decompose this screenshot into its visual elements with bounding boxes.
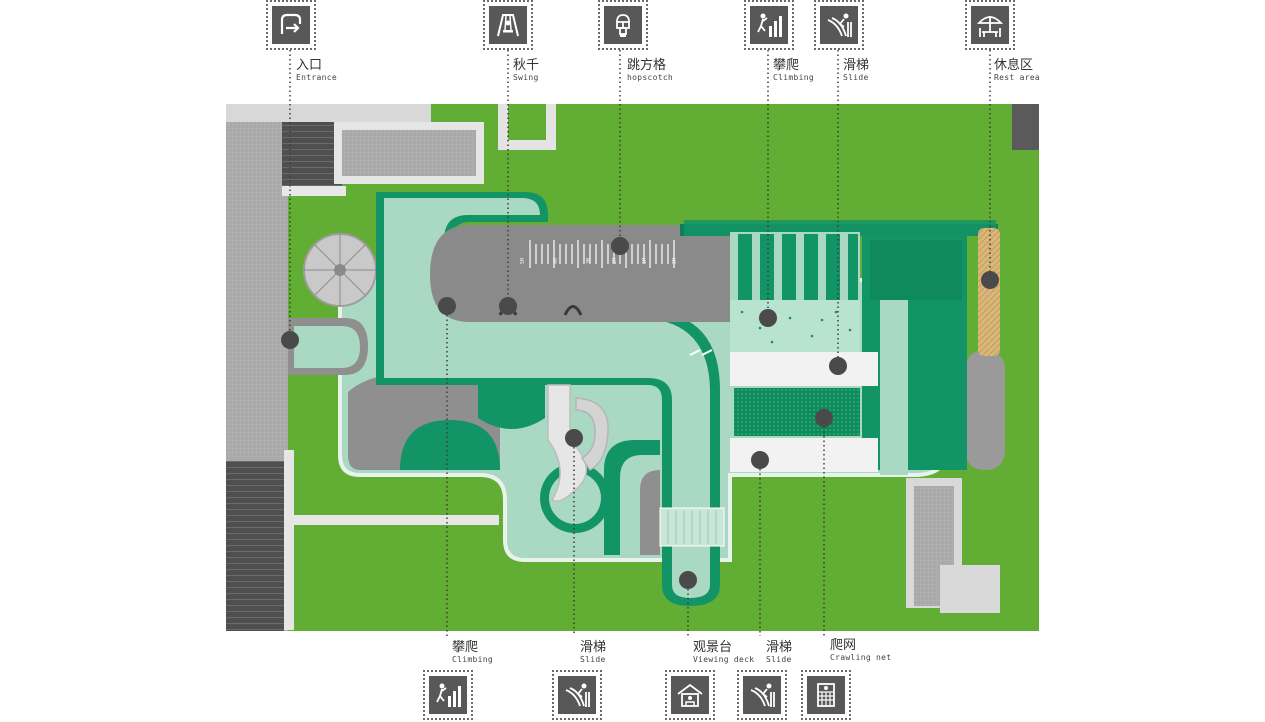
label-entrance-en: Entrance xyxy=(296,73,337,82)
label-hopscotch: 跳方格 hopscotch xyxy=(627,58,673,83)
marker-entrance xyxy=(281,331,299,349)
label-crawling-net-zh: 爬网 xyxy=(830,638,857,653)
rest-area-bench xyxy=(978,228,1000,356)
slide-icon xyxy=(552,670,602,720)
label-swing-en: Swing xyxy=(513,73,539,82)
left-stairs xyxy=(226,461,284,631)
ruler-tick: 2M xyxy=(612,258,618,264)
label-crawling-net: 爬网 Crawling net xyxy=(830,638,891,663)
label-climbing-top-zh: 攀爬 xyxy=(773,58,800,73)
marker-viewing-deck xyxy=(679,571,697,589)
label-climbing-bottom-en: Climbing xyxy=(452,655,493,664)
label-rest-area: 休息区 Rest area xyxy=(994,58,1040,83)
slide-icon xyxy=(737,670,787,720)
marker-rest-area xyxy=(981,271,999,289)
label-slide-bottom-2: 滑梯 Slide xyxy=(766,640,792,665)
ruler-tick: 4M xyxy=(553,258,559,264)
marker-slide-bottom-1 xyxy=(565,429,583,447)
slide-deck-upper xyxy=(730,352,878,386)
label-crawling-net-en: Crawling net xyxy=(830,653,892,662)
label-viewing-deck: 观景台 Viewing deck xyxy=(693,640,754,665)
climbing-icon xyxy=(423,670,473,720)
hopscotch-track xyxy=(430,225,730,322)
crawling-net-icon xyxy=(801,670,851,720)
label-rest-area-en: Rest area xyxy=(994,73,1041,82)
label-viewing-deck-zh: 观景台 xyxy=(693,640,733,655)
crawling-net xyxy=(734,388,860,436)
label-entrance-zh: 入口 xyxy=(296,58,323,73)
swing-icon xyxy=(483,0,533,50)
marker-hopscotch xyxy=(611,237,629,255)
marker-slide-bottom-2 xyxy=(751,451,769,469)
marker-swing xyxy=(499,297,517,315)
label-slide-top-en: Slide xyxy=(843,73,869,82)
label-slide-bottom-2-en: Slide xyxy=(766,655,792,664)
label-swing: 秋千 Swing xyxy=(513,58,539,83)
label-slide-bottom-1: 滑梯 Slide xyxy=(580,640,606,665)
marker-climbing-bottom xyxy=(438,297,456,315)
ruler-tick: 1M xyxy=(642,258,648,264)
label-climbing-bottom: 攀爬 Climbing xyxy=(452,640,493,665)
climbing-icon xyxy=(744,0,794,50)
label-hopscotch-zh: 跳方格 xyxy=(627,58,667,73)
label-swing-zh: 秋千 xyxy=(513,58,540,73)
label-slide-bottom-1-en: Slide xyxy=(580,655,606,664)
viewing-deck-icon xyxy=(665,670,715,720)
ruler-tick: 3M xyxy=(586,258,592,264)
ruler-tick: 0M xyxy=(672,258,678,264)
label-hopscotch-en: hopscotch xyxy=(627,73,674,82)
ruler-tick: 5M xyxy=(520,258,526,264)
label-slide-top: 滑梯 Slide xyxy=(843,58,869,83)
label-slide-bottom-2-zh: 滑梯 xyxy=(766,640,793,655)
entrance-icon xyxy=(266,0,316,50)
slide-icon xyxy=(814,0,864,50)
label-climbing-top-en: Climbing xyxy=(773,73,814,82)
marker-crawling-net xyxy=(815,409,833,427)
rest-area-icon xyxy=(965,0,1015,50)
hopscotch-icon xyxy=(598,0,648,50)
label-climbing-bottom-zh: 攀爬 xyxy=(452,640,479,655)
label-slide-top-zh: 滑梯 xyxy=(843,58,870,73)
marker-slide-top xyxy=(829,357,847,375)
label-rest-area-zh: 休息区 xyxy=(994,58,1034,73)
label-climbing-top: 攀爬 Climbing xyxy=(773,58,814,83)
marker-climbing-top xyxy=(759,309,777,327)
label-viewing-deck-en: Viewing deck xyxy=(693,655,755,664)
slide-deck-lower xyxy=(730,438,878,472)
label-entrance: 入口 Entrance xyxy=(296,58,337,83)
label-slide-bottom-1-zh: 滑梯 xyxy=(580,640,607,655)
